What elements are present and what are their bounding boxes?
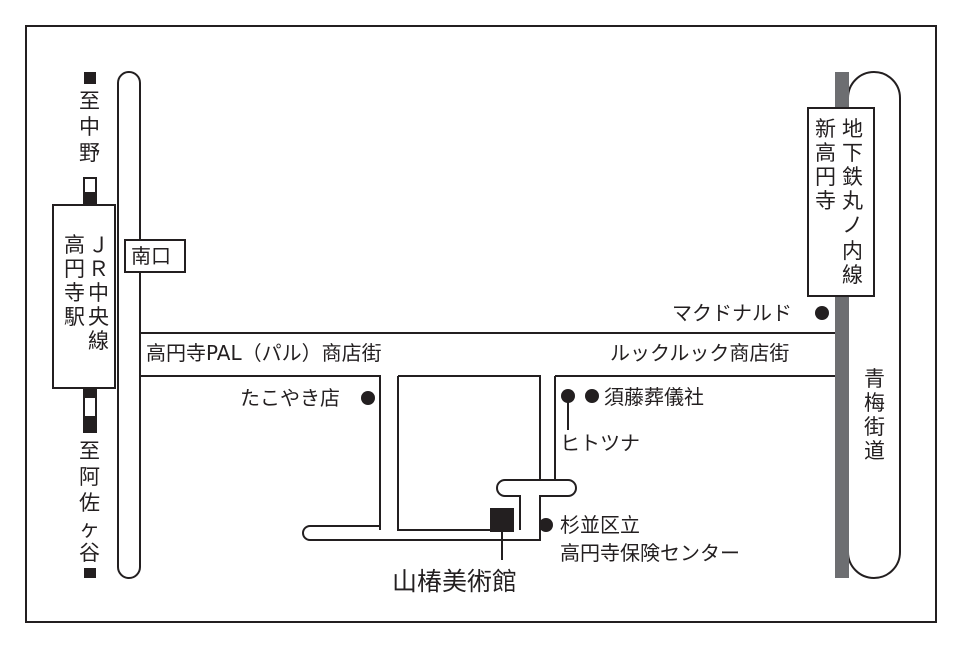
rail-mark-south-fill-top [84, 388, 96, 398]
health-center-dot [539, 518, 553, 532]
mcdonalds-dot [815, 306, 829, 320]
takoyaki-label: たこやき店 [240, 386, 340, 410]
subway-line-name: 地下鉄丸ノ内線 [842, 117, 863, 287]
jr-station-name: 高円寺駅 [64, 233, 85, 329]
sudo-dot [585, 389, 599, 403]
museum-marker [490, 508, 514, 532]
south-exit-label: 南口 [131, 244, 171, 268]
museum-label: 山椿美術館 [392, 567, 517, 596]
mcdonalds-label: マクドナルド [672, 301, 792, 325]
toward-nakano-label: 至中野 [79, 89, 100, 165]
takoyaki-dot [361, 391, 375, 405]
look-street-label: ルックルック商店街 [610, 341, 789, 365]
subway-station-box [807, 107, 875, 297]
rail-mark-north-top [84, 72, 96, 84]
hitotsuna-label: ヒトツナ [560, 431, 640, 455]
south-exit-box [124, 239, 186, 273]
toward-asagaya-label: 至阿佐ヶ谷 [79, 439, 100, 565]
side-streets [302, 479, 577, 541]
map-frame [25, 25, 937, 623]
rail-mark-south-bottom [84, 568, 96, 578]
jr-line-name: ＪＲ中央線 [88, 233, 109, 353]
rail-mark-north-fill [84, 192, 96, 205]
jr-railway-line [117, 71, 141, 579]
pal-street-label: 高円寺PAL（パル）商店街 [146, 341, 382, 365]
sudo-label: 須藤葬儀社 [604, 385, 704, 409]
street-network [140, 332, 835, 531]
health-center-label-1: 杉並区立 [560, 513, 640, 537]
health-center-label-2: 高円寺保険センター [560, 541, 740, 565]
ome-kaido-label: 青梅街道 [864, 367, 885, 463]
rail-mark-south-fill [84, 416, 96, 432]
subway-station-name: 新高円寺 [815, 117, 836, 213]
